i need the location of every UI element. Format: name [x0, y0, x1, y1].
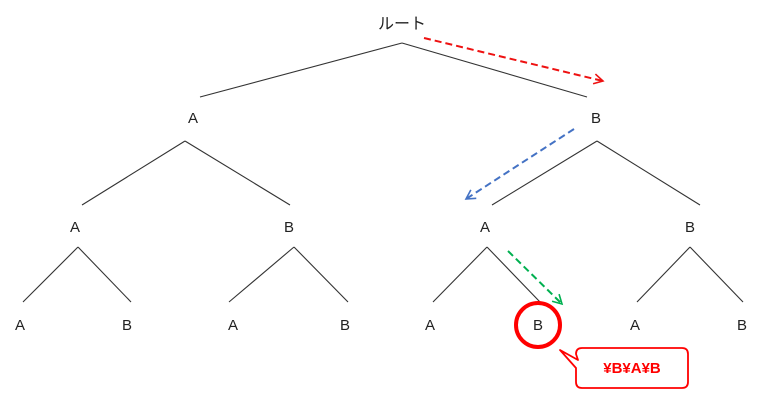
- node-baa: A: [425, 317, 435, 334]
- callout-path-text: ¥B¥A¥B: [603, 360, 661, 377]
- node-aab: B: [122, 317, 132, 334]
- node-ba: A: [480, 219, 490, 236]
- node-bbb: B: [737, 317, 747, 334]
- edge-a-to-aa: [81, 140, 186, 206]
- root-node-label: ルート: [378, 14, 426, 33]
- node-aba: A: [228, 317, 238, 334]
- node-bab: B: [533, 317, 543, 334]
- edge-b-to-bb: [596, 140, 701, 206]
- traversal-arrow-step-1: [423, 37, 605, 85]
- edge-ba-to-bab: [486, 246, 541, 303]
- edge-ab-to-abb: [293, 246, 349, 303]
- node-aaa: A: [15, 317, 25, 334]
- edge-ab-to-aba: [228, 246, 295, 303]
- node-abb: B: [340, 317, 350, 334]
- edge-bb-to-bba: [636, 246, 691, 303]
- node-b: B: [591, 110, 601, 127]
- node-ab: B: [284, 219, 294, 236]
- highlight-circle: [514, 301, 562, 349]
- edge-root-to-a: [199, 42, 403, 98]
- edge-aa-to-aaa: [22, 246, 79, 303]
- callout-box: [559, 347, 689, 389]
- node-a: A: [188, 110, 198, 127]
- edge-ba-to-baa: [432, 246, 488, 303]
- node-aa: A: [70, 219, 80, 236]
- traversal-arrow-step-3: [507, 250, 564, 306]
- edge-a-to-ab: [184, 140, 291, 206]
- edge-aa-to-aab: [77, 246, 132, 303]
- edge-root-to-b: [401, 42, 588, 98]
- node-bb: B: [685, 219, 695, 236]
- edge-b-to-ba: [491, 140, 598, 206]
- node-bba: A: [630, 317, 640, 334]
- edge-bb-to-bbb: [689, 246, 744, 303]
